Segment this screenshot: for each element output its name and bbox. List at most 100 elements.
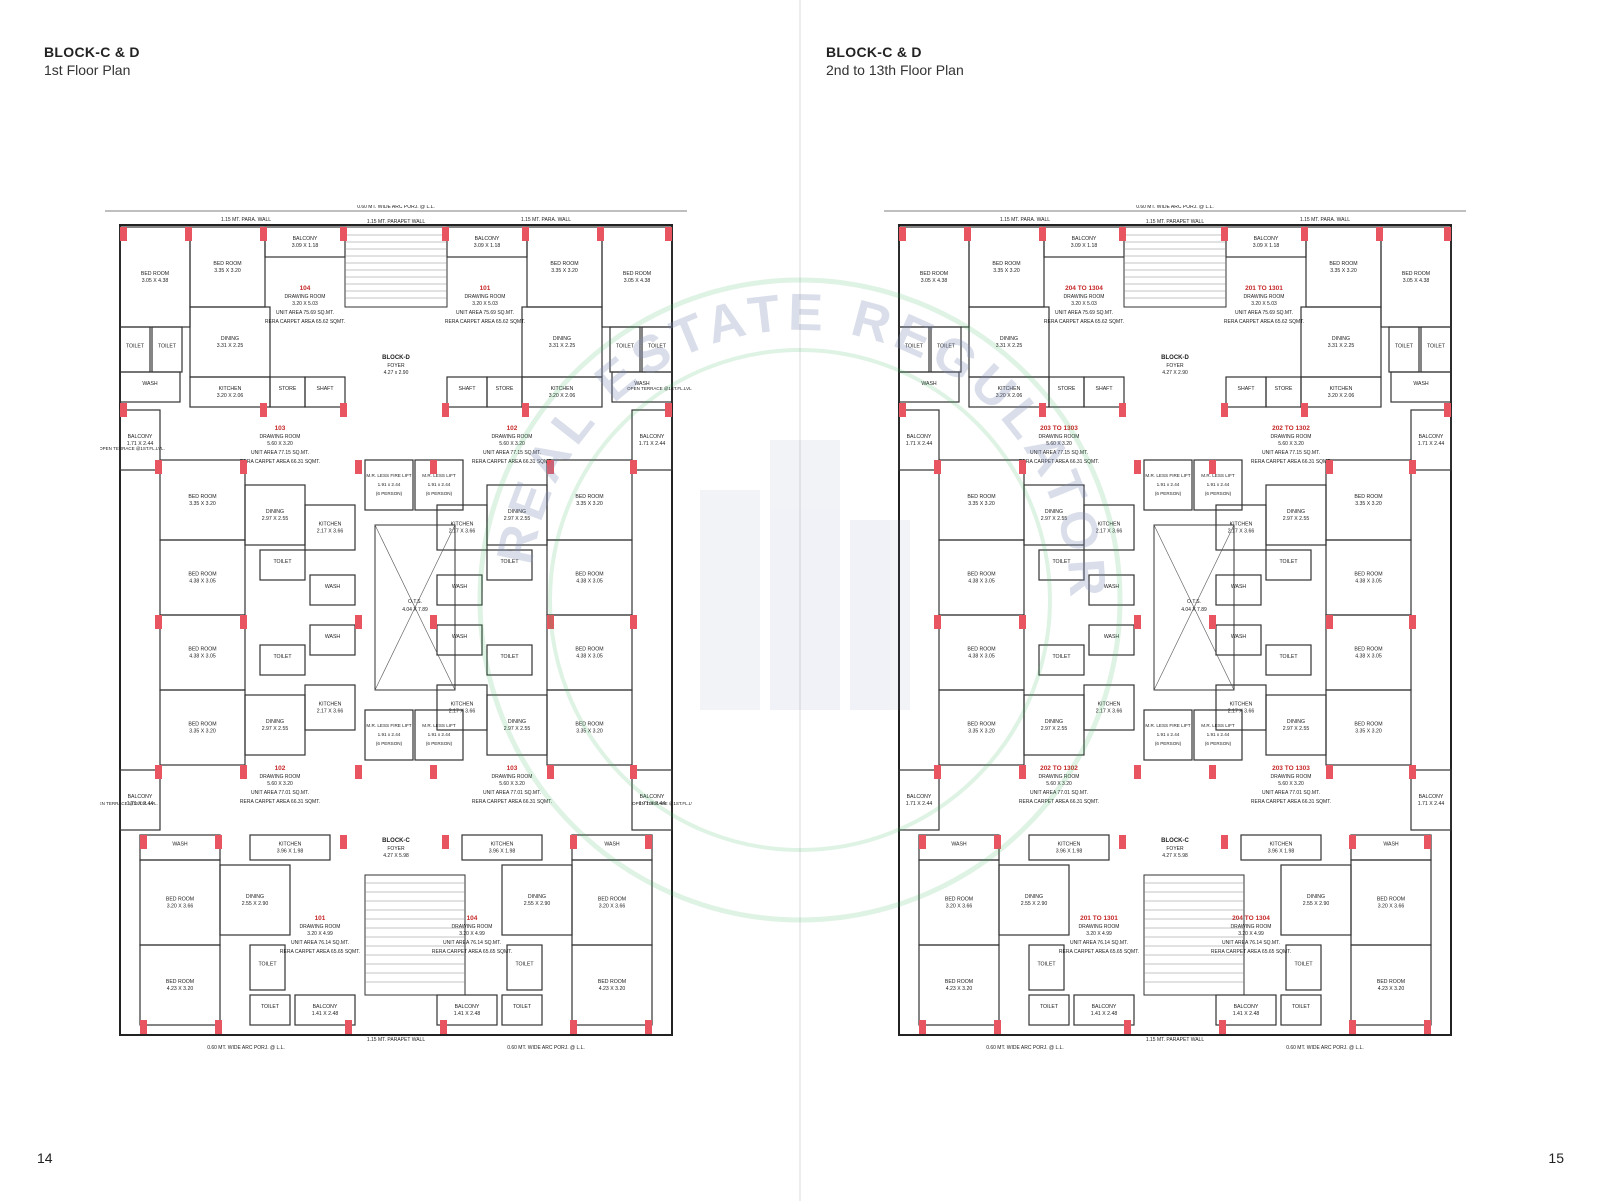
balcony-a-size: 3.09 X 1.18 (1253, 243, 1280, 249)
dining-b-size: 2.97 X 2.55 (1041, 516, 1068, 522)
shaft (1225, 376, 1267, 408)
balcony-a-size: 3.09 X 1.18 (292, 243, 319, 249)
wash-3 (1215, 624, 1262, 656)
wash-1 (898, 371, 960, 403)
column (919, 835, 926, 849)
bed-room-d-label: BED ROOM (598, 897, 626, 903)
lift-size: 1.91 x 2.44 (1207, 732, 1230, 737)
rera-carpet-area: RERA CARPET AREA 65.65 SQMT. (1059, 949, 1139, 955)
toilet-4 (1038, 644, 1085, 676)
toilet-3 (259, 549, 306, 581)
bed-room-a-label: BED ROOM (920, 271, 948, 277)
balcony-b (898, 769, 940, 831)
kitchen-b (1215, 684, 1267, 731)
wash-4 (139, 834, 221, 861)
bed-room-b-label: BED ROOM (188, 722, 216, 728)
unit-number: 102 (507, 425, 518, 432)
toilet-3-label: TOILET (500, 559, 519, 565)
drawing-room-label: DRAWING ROOM (285, 294, 326, 300)
kitchen-a-label: KITCHEN (219, 386, 242, 392)
bed-room-c-size: 4.38 X 3.05 (968, 579, 995, 585)
unit-area: UNIT AREA 76.14 SQ.MT. (291, 940, 349, 946)
unit-area: UNIT AREA 75.69 SQ.MT. (1055, 310, 1113, 316)
block-c-label: BLOCK-C (1161, 838, 1189, 844)
bed-room-d-label: BED ROOM (1377, 897, 1405, 903)
kitchen-b (304, 684, 356, 731)
bed-room-e (571, 944, 653, 1026)
kitchen-b-size: 2.17 X 3.66 (449, 709, 476, 715)
balcony-b-size: 1.71 X 2.44 (639, 801, 666, 807)
toilet-3 (1038, 549, 1085, 581)
kitchen-b (436, 684, 488, 731)
toilet-1-label: TOILET (126, 344, 145, 350)
bed-room-c-label: BED ROOM (188, 647, 216, 653)
toilet-2 (151, 326, 183, 373)
column (120, 403, 127, 417)
page-number: 14 (37, 1150, 53, 1166)
para-wall-label: 1.15 MT. PARA. WALL (1000, 217, 1050, 223)
column (1019, 460, 1026, 474)
unit-number: 202 TO 1302 (1272, 425, 1310, 432)
bottom-porch-label: 0.60 MT. WIDE ARC PORJ. @ L.L. (1286, 1045, 1364, 1051)
balcony-b-label: BALCONY (907, 434, 932, 440)
kitchen-b-size: 2.17 X 3.66 (1228, 709, 1255, 715)
block-c-foyer-size: 4.27 X 5.98 (383, 853, 409, 859)
page-heading: BLOCK-C & D 1st Floor Plan (44, 44, 140, 78)
column (1301, 227, 1308, 241)
drawing-room-size: 5.60 X 3.20 (267, 781, 293, 787)
dining-b-size: 2.97 X 2.55 (1283, 516, 1310, 522)
kitchen-b (1083, 504, 1135, 551)
toilet-4-label: TOILET (273, 654, 292, 660)
toilet-2-label: TOILET (616, 344, 635, 350)
column (215, 1020, 222, 1034)
unit-area: UNIT AREA 77.01 SQ.MT. (483, 790, 541, 796)
column (1124, 1020, 1131, 1034)
bed-room-a-label: BED ROOM (1402, 271, 1430, 277)
column (630, 615, 637, 629)
bed-room-a-label: BED ROOM (623, 271, 651, 277)
column (1119, 835, 1126, 849)
column (155, 765, 162, 779)
balcony-a-label: BALCONY (293, 236, 318, 242)
balcony-b-size: 1.71 X 2.44 (906, 801, 933, 807)
bed-room-a-size: 3.05 X 4.38 (921, 278, 948, 284)
unit-area: UNIT AREA 77.15 SQ.MT. (251, 450, 309, 456)
kitchen-b (1083, 684, 1135, 731)
kitchen-b (436, 504, 488, 551)
column (630, 765, 637, 779)
unit-area: UNIT AREA 76.14 SQ.MT. (1070, 940, 1128, 946)
bed-room-b-size: 3.35 X 3.20 (1355, 729, 1382, 735)
unit-area: UNIT AREA 75.69 SQ.MT. (276, 310, 334, 316)
kitchen-a-size: 3.20 X 2.06 (996, 393, 1023, 399)
kitchen-c (1240, 834, 1322, 861)
bed-room-b (546, 459, 633, 541)
balcony-a (446, 226, 528, 258)
unit-area: UNIT AREA 77.01 SQ.MT. (251, 790, 309, 796)
wash-4 (571, 834, 653, 861)
balcony-c-size: 1.41 X 2.48 (312, 1011, 339, 1017)
column (645, 1020, 652, 1034)
unit-area: UNIT AREA 76.14 SQ.MT. (1222, 940, 1280, 946)
drawing-room-size: 5.60 X 3.20 (1046, 781, 1072, 787)
lift-lower (414, 709, 464, 761)
kitchen-a-label: KITCHEN (551, 386, 574, 392)
kitchen-c-label: KITCHEN (1058, 842, 1081, 848)
bed-room-e-size: 4.23 X 3.20 (946, 986, 973, 992)
drawing-room-label: DRAWING ROOM (1079, 924, 1120, 930)
open-terrace-label: OPEN TERRACE @1ST.FL.LVL. (100, 446, 165, 451)
bed-room-d-size: 3.20 X 3.66 (946, 904, 973, 910)
balcony-b-size: 1.71 X 2.44 (906, 441, 933, 447)
bed-room-e-size: 4.23 X 3.20 (1378, 986, 1405, 992)
dining-b (1023, 484, 1085, 546)
bed-room-b (1325, 459, 1412, 541)
wash-3 (436, 624, 483, 656)
bed-room-d (139, 859, 221, 946)
dining-b (244, 484, 306, 546)
toilet-5-label: TOILET (258, 962, 277, 968)
fire-lift-size: 1.91 x 2.44 (1157, 732, 1180, 737)
store-label: STORE (1275, 386, 1293, 392)
bed-room-e (139, 944, 221, 1026)
toilet-4 (486, 644, 533, 676)
unit-number: 204 TO 1304 (1065, 285, 1103, 292)
toilet-2-label: TOILET (158, 344, 177, 350)
